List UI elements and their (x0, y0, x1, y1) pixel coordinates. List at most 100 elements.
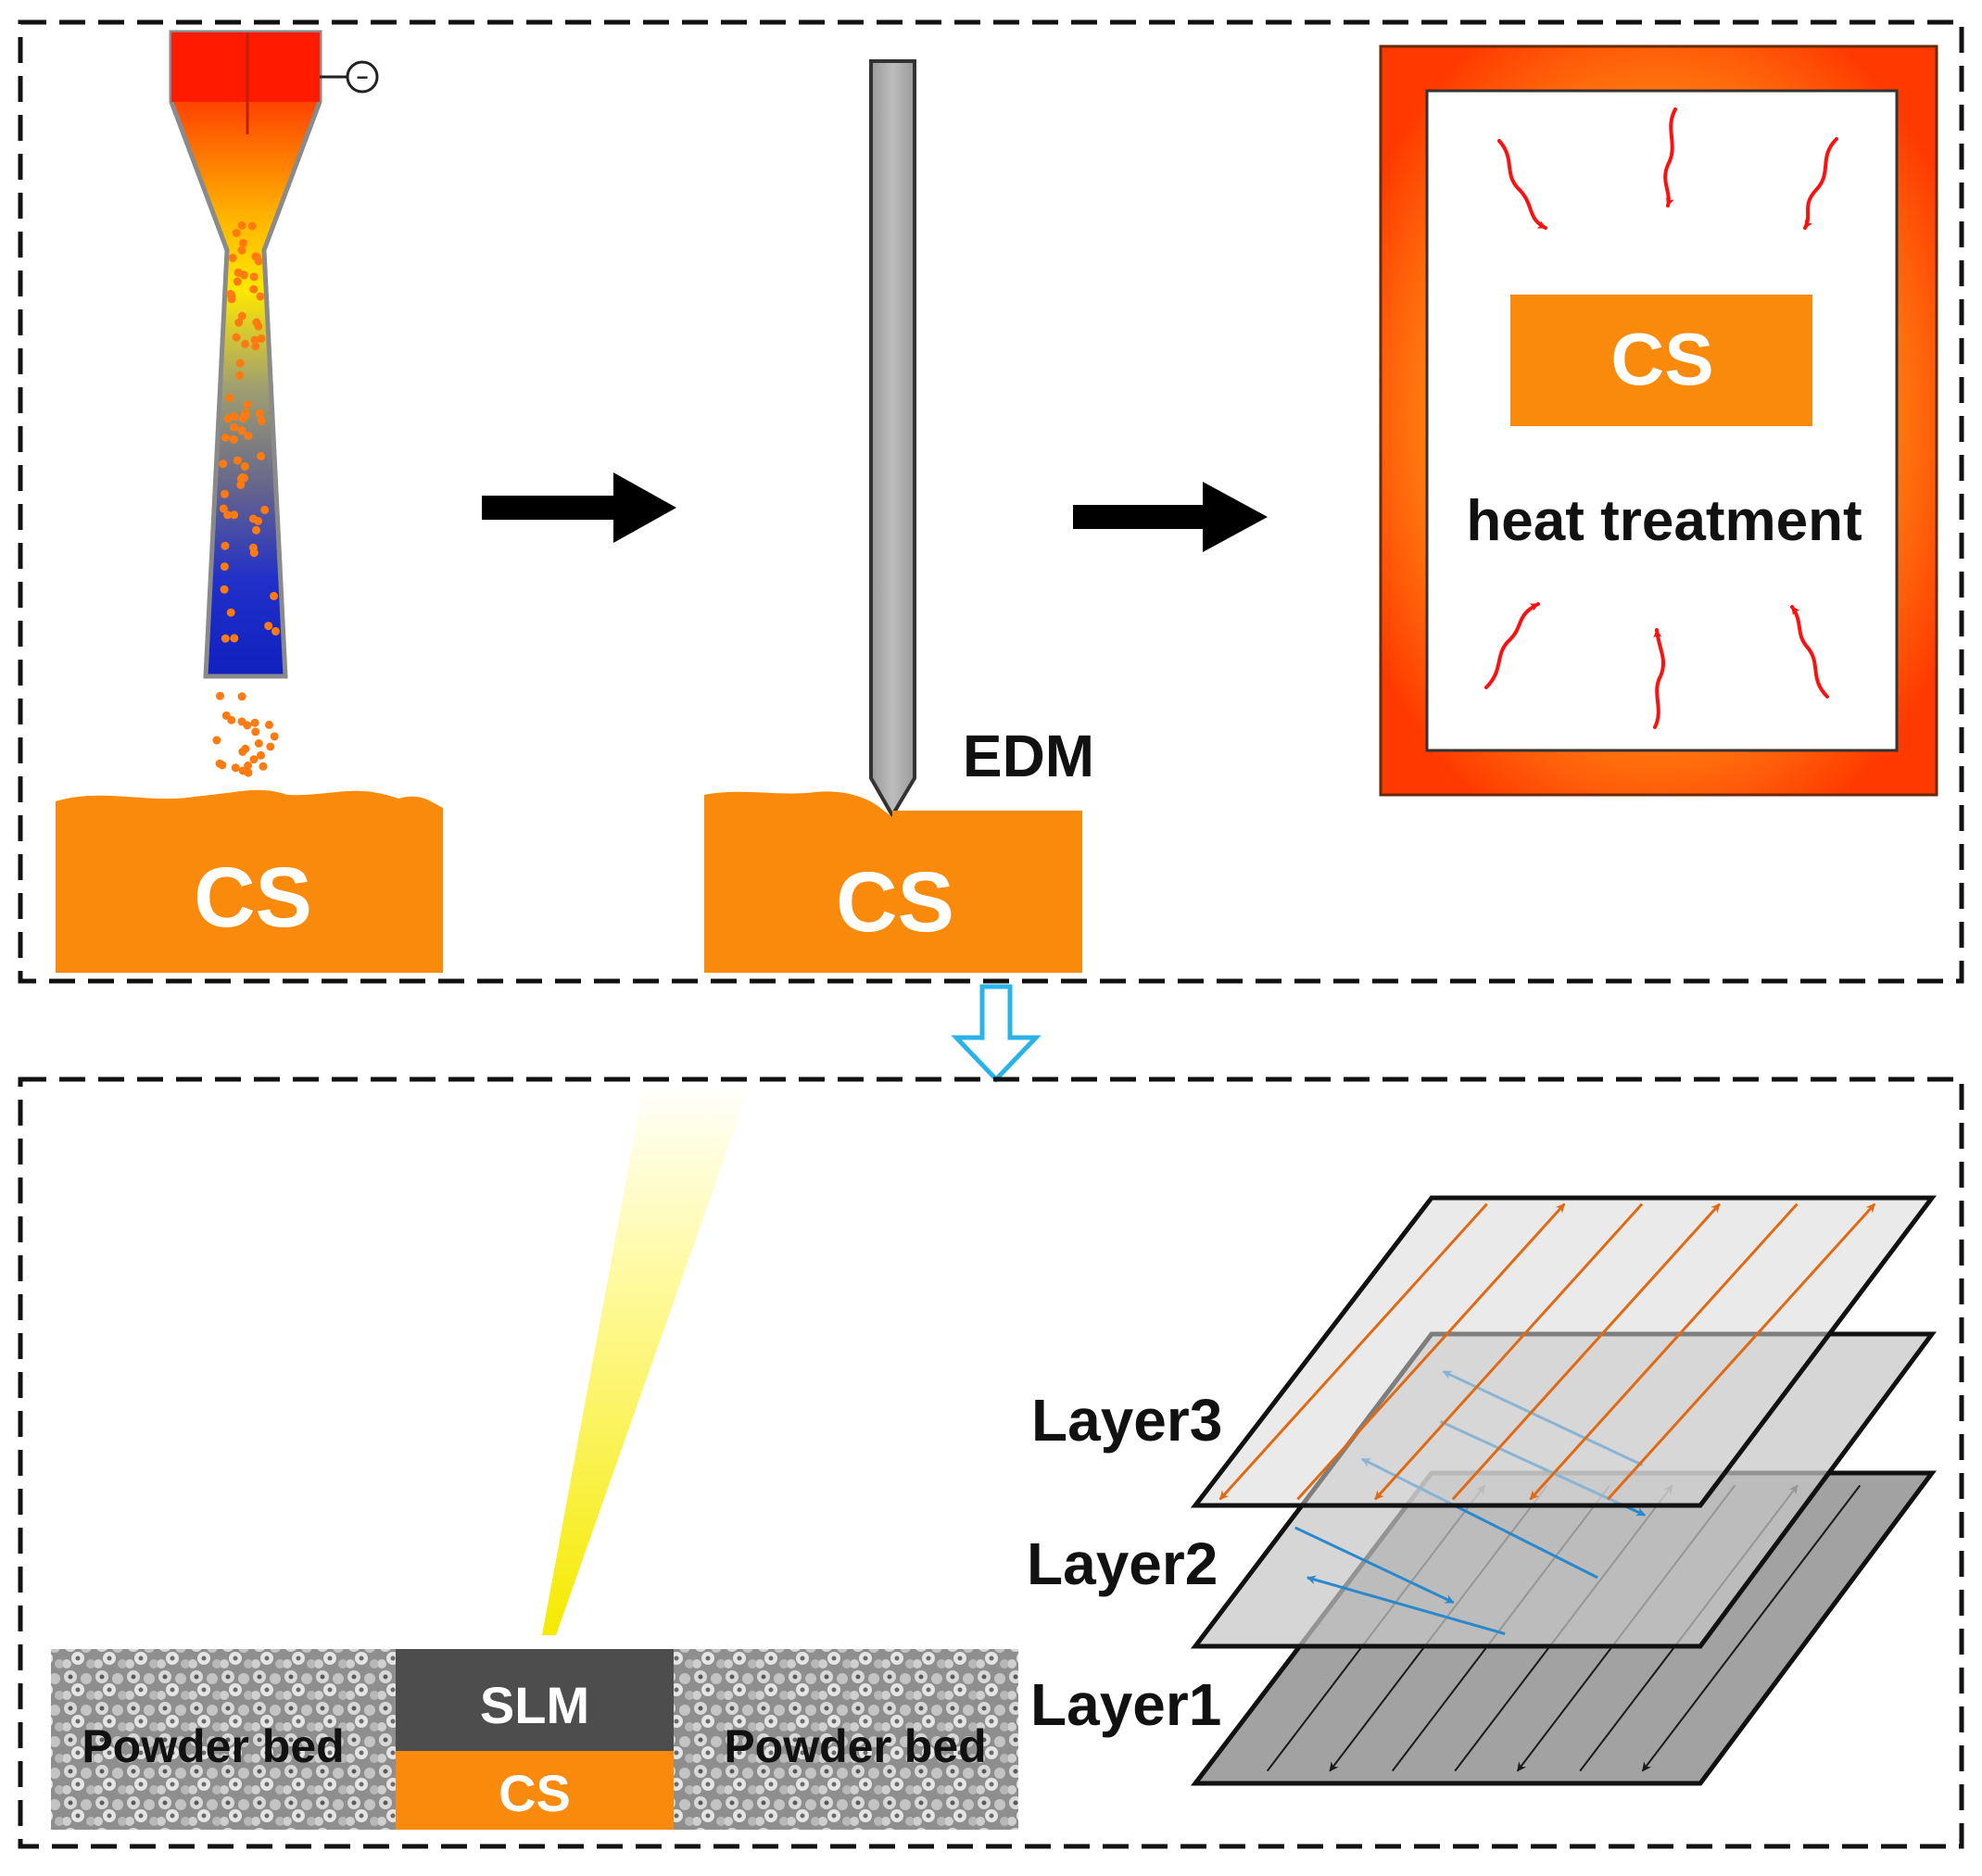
cs-substrate-2 (704, 791, 1082, 973)
spray-particle (237, 426, 246, 435)
spray-particle (240, 461, 249, 471)
spray-particle (230, 634, 239, 643)
cold-spray-nozzle: − (169, 30, 379, 679)
spray-particle (219, 460, 228, 469)
spray-particle (249, 284, 259, 294)
spray-particle (220, 562, 229, 572)
spray-particle (221, 541, 230, 550)
edm-electrode (869, 59, 916, 819)
heat-arrow-icon (1790, 605, 1829, 699)
laser-beam (542, 1084, 751, 1635)
spray-particle (233, 277, 242, 286)
spray-particle (244, 768, 253, 777)
spray-particle (251, 727, 260, 737)
top-panel-frame (18, 19, 1964, 984)
layer3-scan-lines (1218, 1202, 1876, 1501)
scan-line-blue (1294, 1526, 1455, 1605)
powder-bed-right (674, 1649, 1018, 1830)
layer3-plane (1190, 1195, 1938, 1508)
spray-particle (249, 755, 259, 764)
scan-line-orange (1296, 1202, 1566, 1501)
spray-particle (221, 433, 230, 442)
layer1-label: Layer1 (1030, 1671, 1221, 1738)
spray-particle (216, 691, 224, 700)
spray-particle (218, 761, 227, 770)
spray-particle (230, 422, 239, 432)
spray-particle (264, 622, 273, 631)
spray-particle (230, 510, 239, 520)
heat-arrow-icon (1803, 137, 1838, 230)
powder-bed-left-label: Powder bed (82, 1720, 344, 1772)
right-arrow-icon (1073, 482, 1268, 552)
spray-particle (219, 504, 228, 513)
spray-particle (250, 718, 259, 727)
cs-sample (1510, 295, 1812, 426)
cs-substrate-1 (56, 789, 443, 973)
spray-particle (255, 409, 264, 418)
heat-arrow-icon (1497, 139, 1547, 230)
spray-particle (221, 711, 231, 720)
edm-label: EDM (963, 723, 1094, 789)
spray-particle (220, 585, 229, 594)
spray-particle (259, 762, 268, 771)
electrode-symbol: − (357, 66, 369, 89)
heat-arrow-icon (1653, 628, 1666, 729)
spray-particle (226, 608, 235, 617)
powder-bed-right-label: Powder bed (724, 1720, 986, 1772)
spray-particle (247, 221, 257, 231)
heat-arrows (1484, 107, 1838, 729)
spray-particle (270, 591, 279, 600)
spray-particle (252, 318, 261, 327)
spray-particle (248, 543, 258, 552)
powder-bed-left (51, 1649, 396, 1830)
spray-particle (221, 489, 229, 498)
spray-particle (226, 289, 235, 298)
spray-particle (229, 434, 238, 444)
spray-particle (250, 335, 259, 345)
spray-particle (257, 416, 266, 425)
layer2-label: Layer2 (1027, 1530, 1218, 1597)
cs-substrate-slm (396, 1751, 674, 1830)
scan-line-orange (1373, 1202, 1644, 1501)
spray-particle (254, 516, 263, 525)
spray-particle (239, 271, 248, 280)
spray-particle (239, 238, 247, 247)
spray-particle (236, 480, 246, 489)
spray-particle (237, 246, 246, 255)
spray-particle (241, 339, 250, 348)
spray-particle (252, 525, 260, 535)
spray-particle (237, 692, 246, 701)
scan-line-orange (1451, 1202, 1721, 1501)
scan-line-orange (1607, 1202, 1876, 1501)
spray-particles (212, 220, 280, 777)
slm-label: SLM (480, 1676, 589, 1734)
spray-particle (232, 229, 241, 237)
heat-arrow-icon (1663, 107, 1677, 208)
heat-arrow-icon (1484, 602, 1540, 689)
spray-particle (257, 451, 266, 460)
spray-particle (221, 634, 230, 643)
spray-particle (223, 510, 233, 520)
bottom-panel-frame (18, 1076, 1964, 1849)
spray-particle (257, 334, 266, 343)
spray-particle (249, 272, 259, 282)
layer3-label: Layer3 (1031, 1387, 1222, 1454)
spray-particle (254, 257, 263, 266)
spray-particle (235, 371, 245, 380)
spray-particle (231, 763, 240, 773)
spray-particle (243, 721, 252, 730)
cs-label-2: CS (836, 855, 954, 950)
spray-particle (243, 400, 252, 409)
scan-line-orange (1529, 1202, 1799, 1501)
spray-particle (235, 359, 245, 368)
scan-line-blue (1306, 1575, 1506, 1635)
cs-label-3: CS (1610, 318, 1713, 400)
spray-particle (254, 739, 263, 748)
spray-particle (225, 394, 234, 403)
down-arrow-icon (951, 984, 1041, 1083)
cs-label-1: CS (194, 850, 312, 945)
spray-particle (233, 456, 242, 465)
spray-particle (237, 220, 246, 230)
spray-particle (265, 720, 273, 729)
